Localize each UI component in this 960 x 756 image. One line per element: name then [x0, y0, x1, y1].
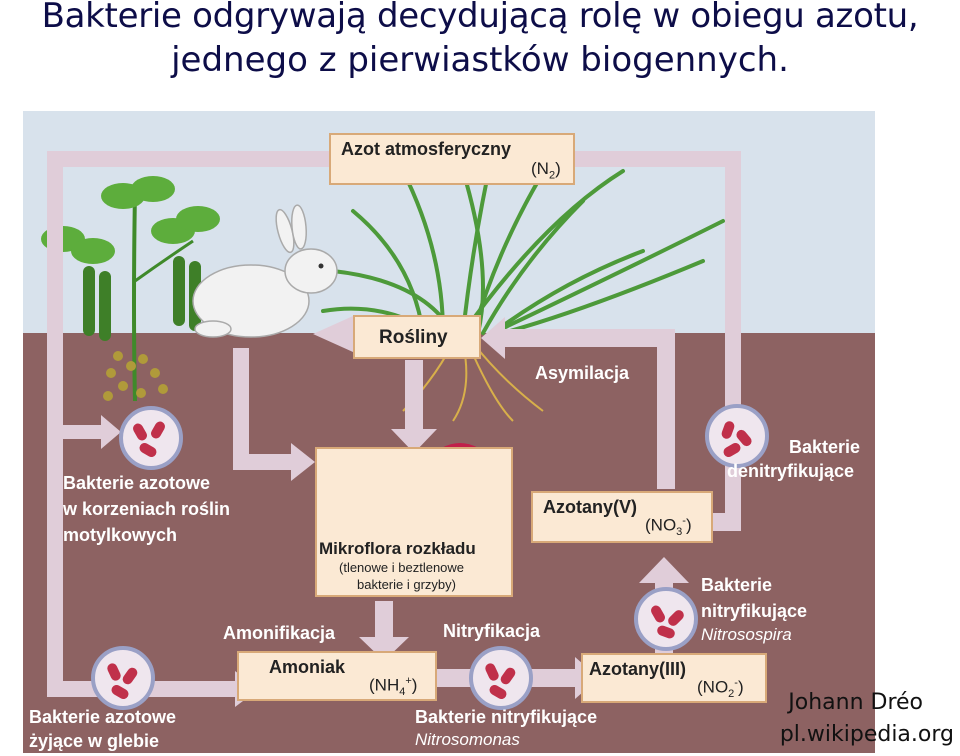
nitrifying-bottom-genus: Nitrosomonas: [415, 730, 520, 749]
title-line-2: jednego z pierwiastków biogennych.: [171, 40, 789, 80]
decomposers-line-1: (tlenowe i beztlenowe: [339, 560, 465, 575]
nitrites-iii-label: Azotany(III): [589, 659, 686, 679]
nitrifying-top-line-2: nitryfikujące: [701, 601, 808, 621]
box-decomposers: Mikroflora rozkładu (tlenowe i beztlenow…: [315, 447, 513, 597]
denitrifying-line-1: Bakterie: [789, 437, 861, 457]
soil-bacteria-line-1: Bakterie azotowe: [29, 707, 177, 727]
denitrifying-line-2: denitryfikujące: [727, 461, 855, 481]
atmospheric-nitrogen-label: Azot atmosferyczny: [341, 139, 512, 159]
box-atmospheric-nitrogen: Azot atmosferyczny (N2): [329, 133, 575, 185]
soil-bacteria-line-2: żyjące w glebie: [29, 731, 160, 751]
nitrifying-bottom-line-1: Bakterie nitryfikujące: [415, 707, 598, 727]
root-bacteria-line-3: motylkowych: [63, 525, 178, 545]
ammonification-label: Amonifikacja: [223, 623, 336, 643]
nitrates-v-label: Azotany(V): [543, 497, 637, 517]
bacteria-circle-nitrifying-top: [634, 587, 698, 651]
nitrates-v-formula: (NO3-): [645, 515, 692, 539]
bacteria-circle-root: [119, 406, 183, 470]
root-bacteria-line-1: Bakterie azotowe: [63, 473, 211, 493]
box-ammonia: Amoniak (NH4+): [237, 651, 437, 701]
ammonia-formula: (NH4+): [369, 675, 418, 699]
title-line-1: Bakterie odgrywają decydującą rolę w obi…: [41, 0, 919, 36]
decomposers-title: Mikroflora rozkładu: [319, 539, 476, 558]
credit-author: Johann Dréo: [788, 690, 923, 715]
ammonia-label: Amoniak: [269, 657, 346, 677]
bean-plant: [41, 176, 220, 402]
nitrifying-top-line-1: Bakterie: [701, 575, 773, 595]
credit-source: pl.wikipedia.org: [779, 722, 954, 747]
rabbit: [192, 204, 338, 338]
atmospheric-nitrogen-formula: (N2): [531, 159, 561, 182]
nitrification-label: Nitryfikacja: [443, 621, 541, 641]
box-nitrites-iii: Azotany(III) (NO2-): [581, 653, 767, 703]
nitrogen-cycle-diagram: Azot atmosferyczny (N2) Rośliny Mikroflo…: [23, 111, 875, 753]
nitrifying-top-genus: Nitrosospira: [701, 625, 792, 644]
root-bacteria-line-2: w korzeniach roślin: [63, 499, 231, 519]
box-nitrates-v: Azotany(V) (NO3-): [531, 491, 713, 543]
plants-label: Rośliny: [379, 327, 448, 348]
nitrites-iii-formula: (NO2-): [697, 677, 744, 701]
box-plants: Rośliny: [353, 315, 481, 359]
assimilation-label: Asymilacja: [535, 363, 630, 383]
decomposers-line-2: bakterie i grzyby): [357, 577, 456, 592]
